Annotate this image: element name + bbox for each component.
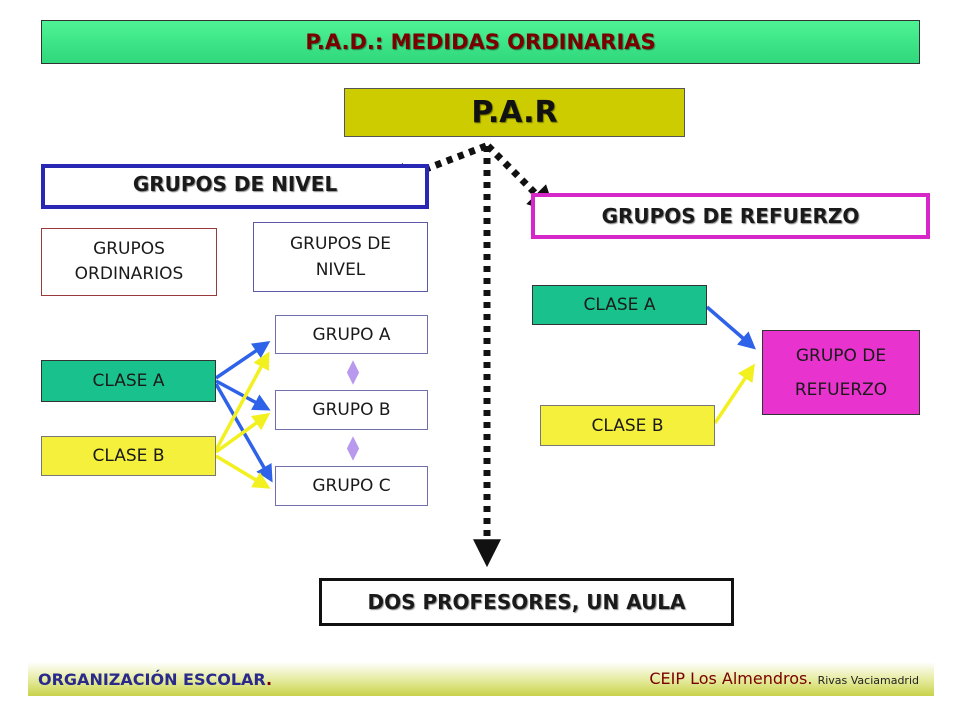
page-title: P.A.D.: MEDIDAS ORDINARIAS [41,20,920,64]
footer-right: CEIP Los Almendros. Rivas Vaciamadrid [649,669,919,688]
footer-org: ORGANIZACIÓN ESCOLAR [38,670,267,689]
grupo-ref-line2: REFUERZO [794,379,888,400]
arrow-clase-b-to-grupo-a [214,351,270,451]
right-clase-b: CLASE B [540,405,715,446]
grupos-ordinarios-box: GRUPOS ORDINARIOS [41,228,217,296]
grupos-nivel-heading: GRUPOS DE NIVEL [41,164,429,209]
ordinarios-line1: GRUPOS [93,238,165,259]
arrow-clase-b-to-grupo-b [214,412,271,454]
footer-dot: . [266,670,273,689]
dos-profesores-box: DOS PROFESORES, UN AULA [319,578,734,626]
right-clase-a: CLASE A [532,285,707,325]
grupos-de-nivel-box: GRUPOS DE NIVEL [253,222,428,292]
grupos-refuerzo-heading: GRUPOS DE REFUERZO [531,193,930,239]
nivel-line1: GRUPOS DE [289,233,392,254]
left-clase-b: CLASE B [41,436,216,476]
grupo-ref-line1: GRUPO DE [795,345,887,366]
grupo-c-box: GRUPO C [275,466,428,506]
arrow-clase-b-to-grupo-c [215,454,271,489]
par-box: P.A.R [344,88,685,137]
footer-bar [28,662,934,696]
grupo-a-box: GRUPO A [275,315,428,354]
grupo-b-box: GRUPO B [275,390,428,430]
arrow-clase-a-to-grupo-b [215,379,271,411]
footer-school: CEIP Los Almendros. [649,669,813,688]
grupo-de-refuerzo-box: GRUPO DE REFUERZO [762,330,920,415]
arrow-clase-a-to-grupo-c [214,383,273,483]
footer-left: ORGANIZACIÓN ESCOLAR. [38,670,272,689]
footer-town: Rivas Vaciamadrid [817,674,919,687]
ordinarios-line2: ORDINARIOS [74,264,184,284]
arrow-clase-b-to-grupo-refuerzo [713,363,755,424]
nivel-line2: NIVEL [315,260,366,280]
left-clase-a: CLASE A [41,360,216,402]
arrow-clase-a-to-grupo-refuerzo [705,305,756,350]
arrow-clase-a-to-grupo-a [215,341,271,380]
